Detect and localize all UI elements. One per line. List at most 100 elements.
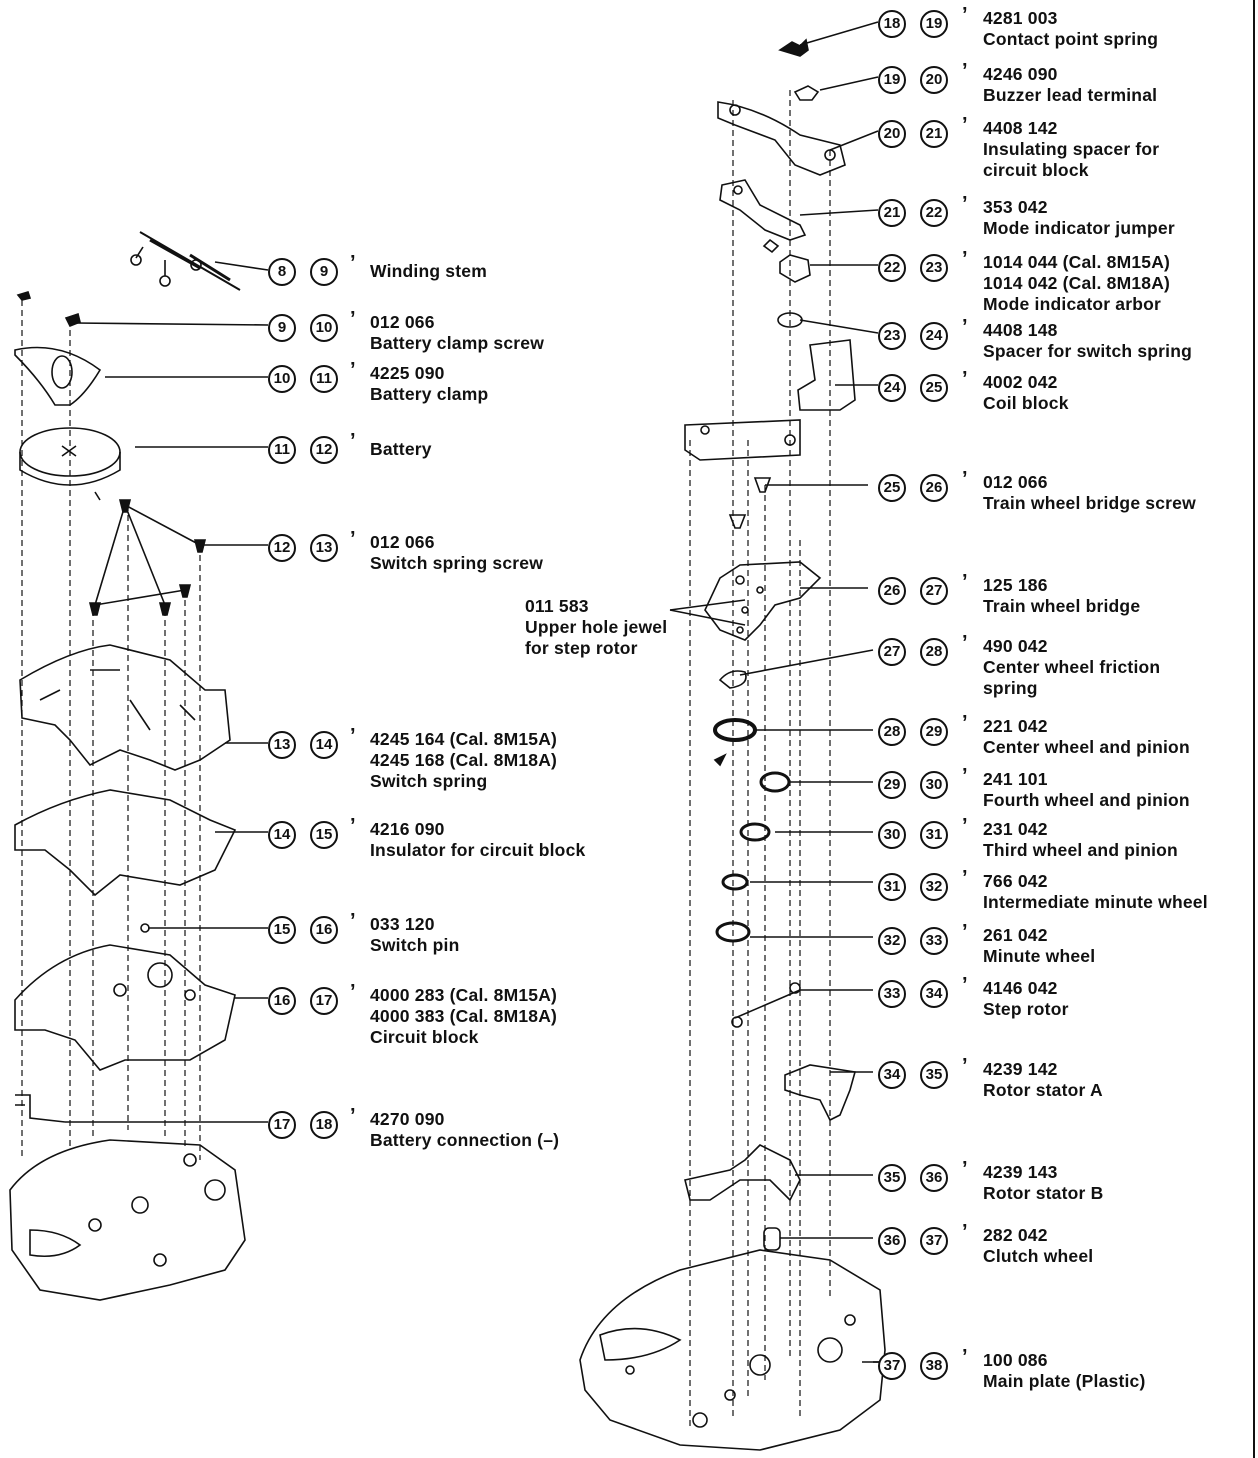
- ref-circle-secondary: 26: [920, 474, 948, 502]
- ref-circle: 10: [268, 365, 296, 393]
- part-number: 4270 090: [370, 1109, 445, 1129]
- part-number: 353 042: [983, 197, 1048, 217]
- part-name: Circuit block: [370, 1027, 479, 1047]
- part-number: 4246 090: [983, 64, 1058, 84]
- part-number-alt: 1014 042 (Cal. 8M18A): [983, 273, 1171, 293]
- part-number: 125 186: [983, 575, 1048, 595]
- ref-circle-secondary: 10: [310, 314, 338, 342]
- part-label: Battery: [370, 439, 432, 460]
- ref-circle: 28: [878, 718, 906, 746]
- ref-circle-secondary: 23: [920, 254, 948, 282]
- part-number: 231 042: [983, 819, 1048, 839]
- ref-circle: 22: [878, 254, 906, 282]
- ref-circle-secondary: 29: [920, 718, 948, 746]
- ref-circle: 19: [878, 66, 906, 94]
- part-name: Fourth wheel and pinion: [983, 790, 1190, 810]
- ref-circle-secondary: 37: [920, 1227, 948, 1255]
- part-name: Main plate (Plastic): [983, 1371, 1146, 1391]
- upper-hole-jewel-label: 011 583 Upper hole jewel for step rotor: [525, 596, 667, 659]
- jewel-number: 011 583: [525, 596, 589, 616]
- part-name: Spacer for switch spring: [983, 341, 1193, 361]
- ref-circle-secondary: 9: [310, 258, 338, 286]
- ref-circle: 9: [268, 314, 296, 342]
- prime-mark: ’: [350, 252, 356, 274]
- ref-circle-secondary: 24: [920, 322, 948, 350]
- part-number: 012 066: [370, 312, 435, 332]
- ref-circle-secondary: 27: [920, 577, 948, 605]
- prime-mark: ’: [962, 4, 968, 26]
- ref-circle-secondary: 34: [920, 980, 948, 1008]
- ref-circle-secondary: 16: [310, 916, 338, 944]
- prime-mark: ’: [962, 921, 968, 943]
- part-label: 4245 164 (Cal. 8M15A)4245 168 (Cal. 8M18…: [370, 729, 557, 792]
- prime-mark: ’: [962, 974, 968, 996]
- part-number: 4002 042: [983, 372, 1058, 392]
- part-name-cont: circuit block: [983, 160, 1089, 180]
- part-number: 766 042: [983, 871, 1048, 891]
- part-name: Center wheel and pinion: [983, 737, 1190, 757]
- ref-circle-secondary: 15: [310, 821, 338, 849]
- ref-circle: 36: [878, 1227, 906, 1255]
- part-name: Third wheel and pinion: [983, 840, 1178, 860]
- part-name: Insulator for circuit block: [370, 840, 586, 860]
- prime-mark: ’: [962, 712, 968, 734]
- ref-circle-secondary: 25: [920, 374, 948, 402]
- ref-circle: 23: [878, 322, 906, 350]
- part-number: 012 066: [370, 532, 435, 552]
- part-number-alt: 4000 383 (Cal. 8M18A): [370, 1006, 558, 1026]
- prime-mark: ’: [962, 60, 968, 82]
- ref-circle: 20: [878, 120, 906, 148]
- part-number: 100 086: [983, 1350, 1048, 1370]
- part-number: 4408 148: [983, 320, 1058, 340]
- ref-circle: 35: [878, 1164, 906, 1192]
- ref-circle-secondary: 14: [310, 731, 338, 759]
- part-name: Battery: [370, 439, 432, 459]
- ref-circle: 34: [878, 1061, 906, 1089]
- prime-mark: ’: [962, 571, 968, 593]
- part-name: Intermediate minute wheel: [983, 892, 1208, 912]
- part-number: 221 042: [983, 716, 1048, 736]
- ref-circle-secondary: 35: [920, 1061, 948, 1089]
- part-number: 4146 042: [983, 978, 1058, 998]
- part-name: Battery clamp: [370, 384, 489, 404]
- part-name: Train wheel bridge screw: [983, 493, 1196, 513]
- ref-circle: 11: [268, 436, 296, 464]
- prime-mark: ’: [962, 1158, 968, 1180]
- part-name: Switch spring screw: [370, 553, 544, 573]
- ref-circle-secondary: 20: [920, 66, 948, 94]
- prime-mark: ’: [962, 468, 968, 490]
- ref-circle-secondary: 38: [920, 1352, 948, 1380]
- part-number: 012 066: [983, 472, 1048, 492]
- part-name: Battery clamp screw: [370, 333, 545, 353]
- part-number: 4000 283 (Cal. 8M15A): [370, 985, 558, 1005]
- ref-circle: 26: [878, 577, 906, 605]
- ref-circle: 33: [878, 980, 906, 1008]
- part-label: Winding stem: [370, 261, 487, 282]
- ref-circle-secondary: 31: [920, 821, 948, 849]
- prime-mark: ’: [350, 725, 356, 747]
- part-number: 282 042: [983, 1225, 1048, 1245]
- ref-circle: 24: [878, 374, 906, 402]
- ref-circle-secondary: 28: [920, 638, 948, 666]
- ref-circle-secondary: 18: [310, 1111, 338, 1139]
- jewel-name: Upper hole jewel: [525, 617, 668, 637]
- ref-circle: 17: [268, 1111, 296, 1139]
- part-number: 4408 142: [983, 118, 1058, 138]
- part-name: Center wheel friction: [983, 657, 1161, 677]
- ref-circle-secondary: 11: [310, 365, 338, 393]
- part-name: Mode indicator arbor: [983, 294, 1162, 314]
- prime-mark: ’: [962, 632, 968, 654]
- prime-mark: ’: [350, 1105, 356, 1127]
